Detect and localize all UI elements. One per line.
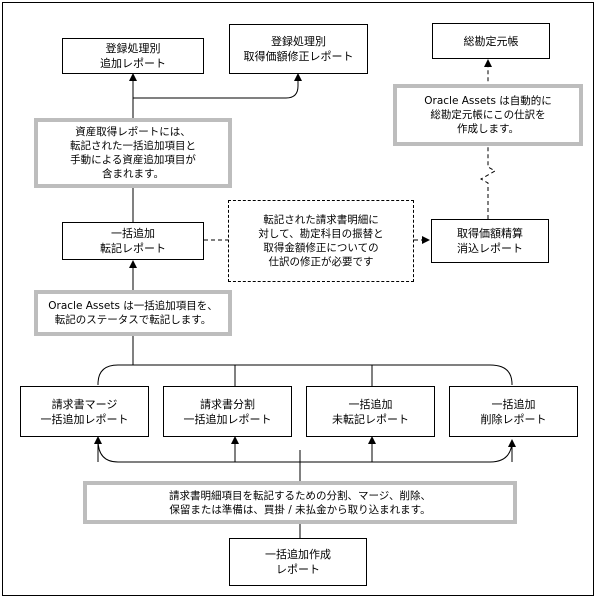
box-line: 一括追加レポート bbox=[183, 412, 272, 426]
box-line: 一括追加 bbox=[111, 227, 155, 240]
box-line: 消込レポート bbox=[457, 242, 523, 255]
note-line: 含まれます。 bbox=[102, 168, 164, 180]
note-line: 請求書明細項目を転記するための分割、マージ、削除、 bbox=[169, 489, 431, 502]
note-line: 仕訳の修正が必要です bbox=[268, 256, 374, 268]
box-line: 一括追加作成 bbox=[265, 548, 331, 561]
note-line: 作成します。 bbox=[457, 123, 519, 135]
box-line: 未転記レポート bbox=[332, 412, 409, 426]
note-line: 対して、勘定科目の振替と bbox=[258, 228, 384, 240]
box-line: 転記レポート bbox=[100, 242, 166, 255]
additions-by-source-report: 登録処理別 追加レポート bbox=[62, 38, 204, 74]
box-line: 一括追加レポート bbox=[40, 412, 129, 426]
import-note: 請求書明細項目を転記するための分割、マージ、削除、 保留または準備は、買掛 / … bbox=[83, 481, 517, 524]
note-line: 転記のステータスで転記します。 bbox=[54, 314, 212, 326]
cost-clearing-report: 取得価額精算 消込レポート bbox=[431, 219, 549, 263]
box-line: 登録処理別 bbox=[271, 35, 326, 48]
delete-report: 一括追加 削除レポート bbox=[449, 386, 578, 437]
unposted-report: 一括追加 未転記レポート bbox=[306, 386, 435, 437]
mass-additions-create-report: 一括追加作成 レポート bbox=[229, 538, 367, 586]
box-line: 取得価額精算 bbox=[457, 227, 523, 240]
box-line: 登録処理別 bbox=[105, 42, 161, 55]
note-line: 総勘定元帳にこの仕訳を bbox=[430, 109, 546, 121]
acquisition-report-note: 資産取得レポートには、 転記された一括追加項目と 手動による資産追加項目が 含ま… bbox=[34, 118, 232, 188]
box-line: 一括追加 bbox=[348, 397, 393, 411]
box-line: 取得価額修正レポート bbox=[243, 50, 354, 63]
box-line: 削除レポート bbox=[480, 412, 547, 426]
note-line: 資産取得レポートには、 bbox=[75, 126, 191, 138]
dashed-arrow-to-gl bbox=[479, 59, 497, 219]
invoice-lines-note: 転記された請求書明細に 対して、勘定科目の振替と 取得金額修正についての 仕訳の… bbox=[228, 200, 414, 282]
gl-auto-note: Oracle Assets は自動的に 総勘定元帳にこの仕訳を 作成します。 bbox=[393, 84, 583, 146]
box-line: 請求書分割 bbox=[200, 397, 255, 411]
cost-adjustments-by-source-report: 登録処理別 取得価額修正レポート bbox=[229, 24, 368, 74]
box-line: 請求書マージ bbox=[51, 397, 118, 411]
posting-status-note: Oracle Assets は一括追加項目を、 転記のステータスで転記します。 bbox=[34, 290, 232, 336]
general-ledger-box: 総勘定元帳 bbox=[432, 23, 550, 59]
box-line: 一括追加 bbox=[491, 397, 536, 411]
note-line: Oracle Assets は自動的に bbox=[424, 95, 552, 107]
note-line: 転記された一括追加項目と bbox=[70, 140, 196, 152]
mass-additions-posting-report: 一括追加 転記レポート bbox=[62, 222, 204, 260]
note-line: Oracle Assets は一括追加項目を、 bbox=[48, 300, 218, 312]
arrow-to-cost-adjustments bbox=[133, 73, 302, 99]
box-line: レポート bbox=[276, 563, 320, 576]
invoice-split-report: 請求書分割 一括追加レポート bbox=[163, 386, 292, 437]
note-line: 転記された請求書明細に bbox=[263, 214, 379, 226]
note-line: 取得金額修正についての bbox=[263, 242, 379, 254]
note-line: 手動による資産追加項目が bbox=[70, 154, 196, 166]
note-line: 保留または準備は、買掛 / 未払金から取り込まれます。 bbox=[169, 503, 431, 516]
lower-bus bbox=[97, 439, 513, 463]
invoice-merge-report: 請求書マージ 一括追加レポート bbox=[20, 386, 149, 437]
upper-bus bbox=[97, 364, 513, 385]
box-line: 総勘定元帳 bbox=[463, 34, 519, 48]
box-line: 追加レポート bbox=[100, 57, 166, 70]
